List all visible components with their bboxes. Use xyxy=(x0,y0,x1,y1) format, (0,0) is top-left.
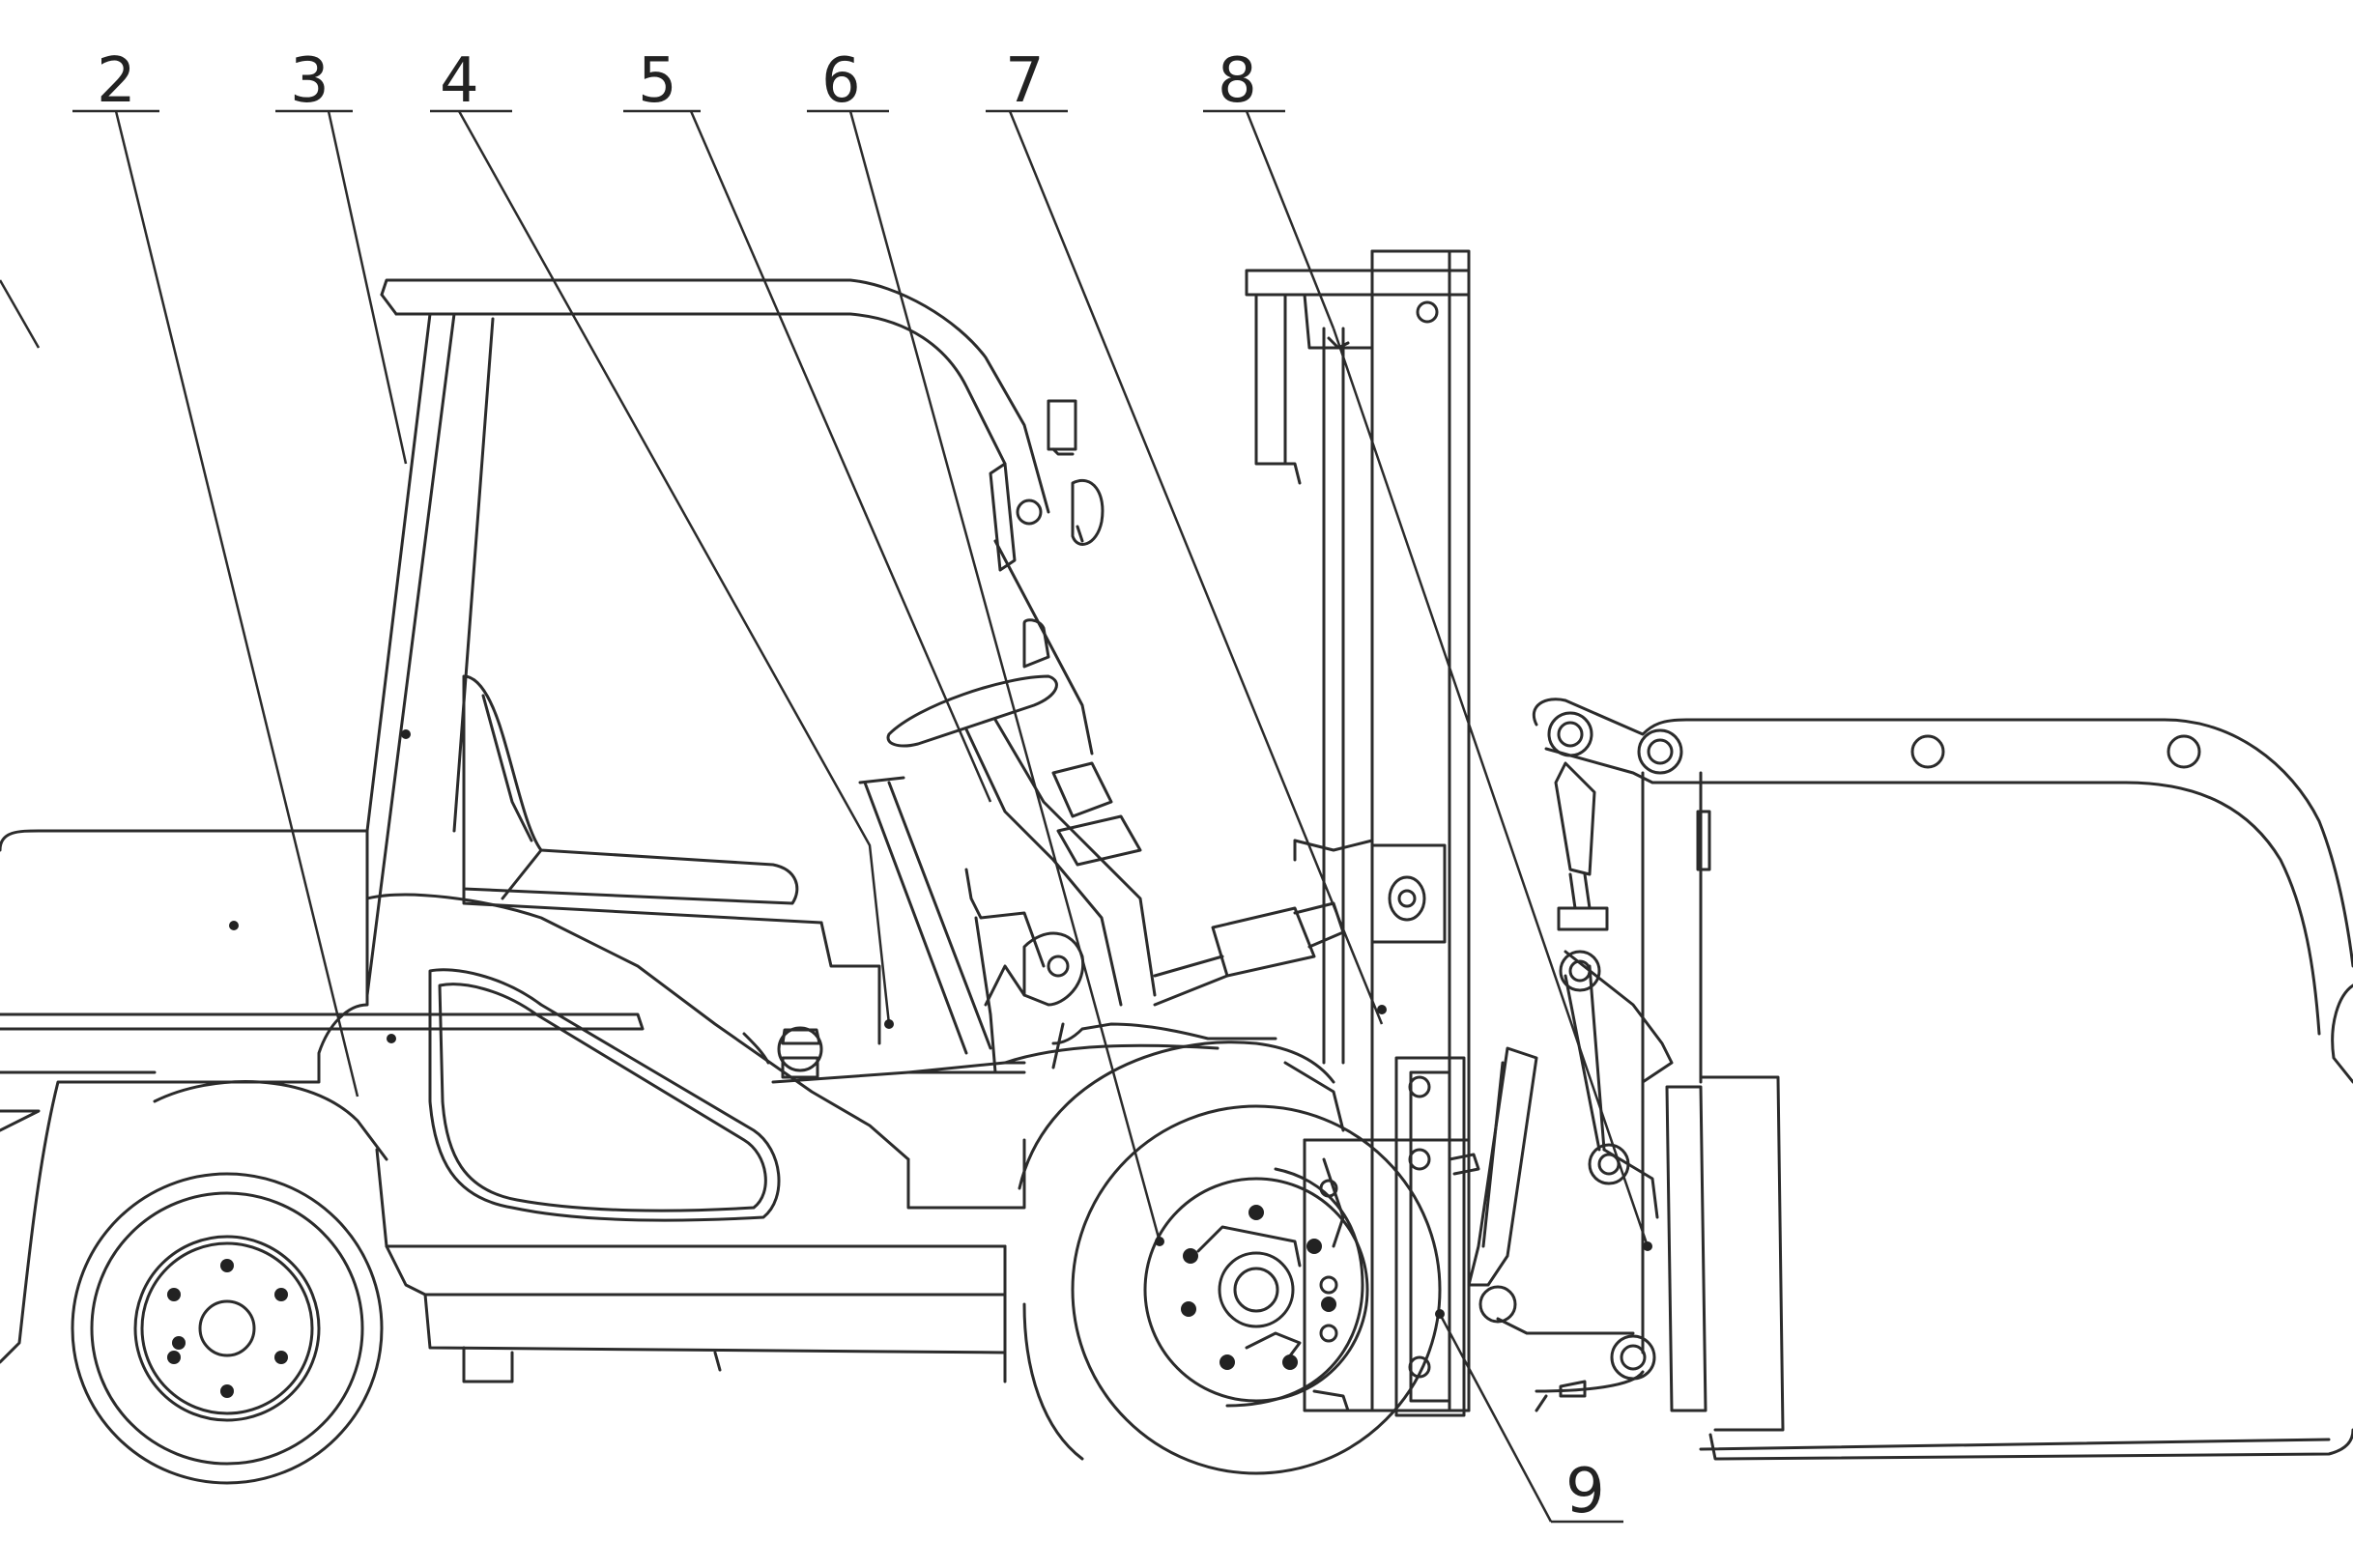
counterweight xyxy=(0,829,645,1364)
callout-9: 9 xyxy=(1565,1456,1605,1527)
seat xyxy=(462,674,881,1045)
callout-6: 6 xyxy=(821,45,861,117)
controls xyxy=(858,776,1085,1074)
overhead-guard xyxy=(365,278,1094,997)
leader-lines xyxy=(0,109,1650,1524)
clamp-attachment xyxy=(1467,698,2353,1461)
callout-4: 4 xyxy=(440,45,479,117)
callout-8: 8 xyxy=(1218,45,1257,117)
chassis xyxy=(365,893,1026,1383)
front-wheel xyxy=(1018,1041,1442,1475)
callout-7: 7 xyxy=(1005,45,1045,117)
rear-wheel xyxy=(71,1080,388,1485)
side-panel xyxy=(428,968,1220,1222)
carriage xyxy=(1303,1056,1480,1417)
callout-5: 5 xyxy=(638,45,677,117)
callout-labels: 2 3 4 5 6 7 8 9 xyxy=(97,45,1605,1527)
steering-column xyxy=(886,618,1157,1007)
mast xyxy=(1245,249,1471,1412)
dashboard xyxy=(742,1022,1277,1084)
callout-2: 2 xyxy=(97,45,136,117)
tilt-cylinder xyxy=(1153,901,1345,1007)
callout-3: 3 xyxy=(290,45,330,117)
mirror-and-lamp xyxy=(989,399,1105,572)
leader-dots xyxy=(229,729,1652,1319)
